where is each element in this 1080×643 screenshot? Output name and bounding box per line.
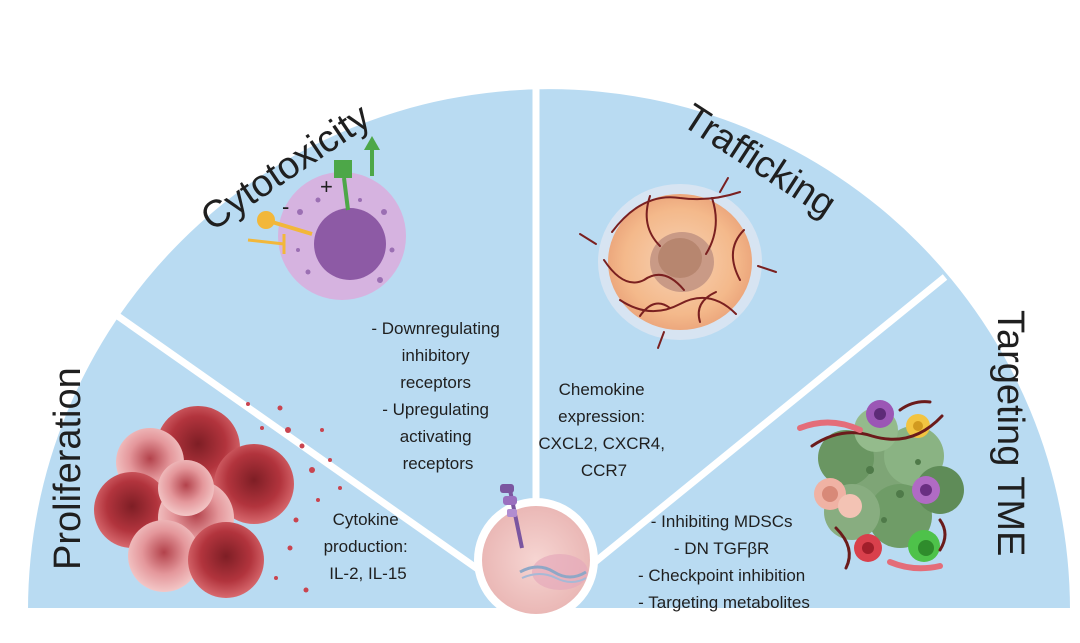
- targeting-tme-title: Targeting TME: [989, 310, 1031, 556]
- tumor-spheroid-icon: [579, 177, 777, 349]
- cytotoxicity-line-3: receptors: [400, 373, 471, 392]
- cytotoxicity-line-4: - Upregulating: [382, 400, 489, 419]
- trafficking-line-1: Chemokine: [559, 380, 645, 399]
- minus-symbol: -: [282, 194, 289, 219]
- tme-line-2: - DN TGFβR: [674, 539, 769, 558]
- svg-text:Cytokine production:: Cytokine production: IL-2, IL-15: [324, 510, 413, 583]
- trafficking-line-2: expression:: [558, 407, 645, 426]
- tme-line-4: - Targeting metabolites: [638, 593, 810, 612]
- tme-cluster-icon: [797, 400, 964, 572]
- trafficking-line-3: CXCL2, CXCR4,: [538, 434, 665, 453]
- cytotoxicity-line-5: activating: [400, 427, 472, 446]
- tme-line-3: - Checkpoint inhibition: [638, 566, 805, 585]
- cytotoxicity-line-6: receptors: [403, 454, 474, 473]
- proliferating-cells-icon: [94, 402, 342, 598]
- car-t-cell-icon: [474, 484, 598, 622]
- svg-text:- Downregulating inhibit: - Downregulating inhibitory receptors - …: [371, 319, 504, 473]
- svg-text:- Inhibiting MDSCs - DN: - Inhibiting MDSCs - DN TGFβR - Checkpoi…: [638, 512, 810, 612]
- proliferation-title: Proliferation: [47, 367, 89, 570]
- cytotoxicity-line-2: inhibitory: [402, 346, 471, 365]
- plus-symbol: +: [320, 174, 333, 199]
- proliferation-line-3: IL-2, IL-15: [329, 564, 407, 583]
- tme-line-1: - Inhibiting MDSCs: [651, 512, 793, 531]
- cytotoxic-cell-icon: + -: [247, 136, 406, 300]
- proliferation-section: Proliferation Cytokine production: IL-2,…: [47, 367, 413, 598]
- targeting-tme-section: Targeting TME: [638, 310, 1031, 612]
- proliferation-line-1: Cytokine: [333, 510, 399, 529]
- cytotoxicity-line-1: - Downregulating: [371, 319, 500, 338]
- trafficking-line-4: CCR7: [581, 461, 627, 480]
- svg-text:Chemokine expression:: Chemokine expression: CXCL2, CXCR4, CCR7: [538, 380, 669, 480]
- proliferation-line-2: production:: [324, 537, 408, 556]
